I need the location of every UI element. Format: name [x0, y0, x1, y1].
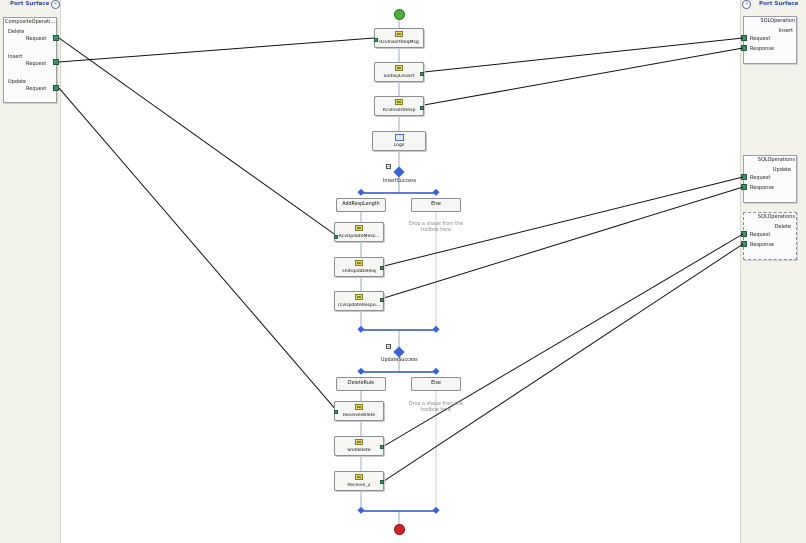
sql-delete-response-port-icon[interactable]	[741, 241, 747, 247]
left-port-surface: Port Surface « CompositeOperati... Delet…	[0, 0, 61, 543]
insert-request-port-icon[interactable]	[53, 59, 59, 65]
shape-port-icon[interactable]	[334, 410, 338, 414]
shape-label: SndSQLInsert	[383, 74, 415, 79]
receive-message-icon	[395, 31, 403, 37]
branch-add-resp-length[interactable]: AddRespLength	[336, 198, 386, 212]
update-request-port-icon[interactable]	[53, 85, 59, 91]
receive-2-shape[interactable]: Receive_2	[334, 471, 384, 491]
branch-delete-rule[interactable]: DeleteRule	[336, 377, 386, 391]
delete-request-port-icon[interactable]	[53, 35, 59, 41]
decide-insert-success-label: InsertSuccess	[383, 179, 417, 184]
receive-delete-shape[interactable]: Receivedelete	[334, 401, 384, 421]
expand-surface-icon[interactable]: »	[742, 0, 751, 9]
receive-update-response-shape[interactable]: rcvUpdateRespo...	[334, 291, 384, 311]
shape-label: RcvInsertReqMsg	[379, 40, 419, 45]
shape-port-icon[interactable]	[420, 72, 424, 76]
sql-operations-update-port[interactable]: SQLOperations Update Request Response	[743, 155, 797, 203]
shape-label: sndUpdateReq	[342, 269, 376, 274]
shape-label: Logs	[393, 143, 405, 148]
insert-request-label: Request	[26, 61, 47, 67]
send-message-icon	[395, 65, 403, 71]
branch-label: AddRespLength	[342, 202, 380, 207]
operation-insert: Insert	[8, 54, 23, 60]
shape-label: Receivedelete	[342, 413, 376, 418]
operation-delete: Delete	[774, 224, 791, 230]
update-request-label: Request	[750, 175, 771, 181]
receive-update-message-shape[interactable]: RcvUpdateMess...	[334, 222, 384, 242]
port-title: SQLOperations	[757, 157, 795, 163]
operation-delete: Delete	[8, 29, 25, 35]
receive-message-icon	[355, 474, 363, 480]
delete-request-label: Request	[750, 232, 771, 238]
port-title: CompositeOperati...	[5, 19, 55, 25]
logs-expression-shape[interactable]: Logs	[372, 131, 426, 151]
send-update-request-shape[interactable]: sndUpdateReq	[334, 257, 384, 277]
port-title: SQLOperation	[760, 18, 795, 24]
shape-port-icon[interactable]	[334, 235, 338, 239]
insert-request-label: Request	[750, 36, 771, 42]
shape-port-icon[interactable]	[374, 38, 378, 42]
delete-request-label: Request	[26, 36, 47, 42]
sql-operation-insert-port[interactable]: SQLOperation Insert Request Response	[743, 16, 797, 64]
update-request-label: Request	[26, 86, 47, 92]
shape-port-icon[interactable]	[380, 480, 384, 484]
update-response-label: Response	[750, 185, 775, 191]
shape-port-icon[interactable]	[420, 106, 424, 110]
expression-icon	[395, 134, 404, 141]
receive-insert-request-shape[interactable]: RcvInsertReqMsg	[374, 28, 424, 48]
collapse-surface-icon[interactable]: «	[51, 0, 60, 9]
send-message-icon	[355, 439, 363, 445]
operation-insert: Insert	[778, 28, 793, 34]
collapse-decide-update-icon[interactable]: −	[386, 344, 392, 350]
drop-shape-hint: Drop a shape from the toolbox here	[408, 402, 464, 413]
port-title: SQLOperations	[757, 214, 795, 220]
start-icon[interactable]	[394, 9, 405, 20]
branch-label: DeleteRule	[347, 381, 375, 386]
right-surface-title: Port Surface	[759, 1, 799, 7]
decide-update-success-label: UpdateSuccess	[381, 358, 418, 363]
receive-message-icon	[355, 404, 363, 410]
shape-port-icon[interactable]	[380, 266, 384, 270]
shape-label: rcvUpdateRespo...	[338, 303, 380, 308]
send-delete-shape[interactable]: Snddelete	[334, 436, 384, 456]
delete-response-label: Response	[750, 242, 775, 248]
send-sql-insert-shape[interactable]: SndSQLInsert	[374, 62, 424, 82]
operation-update: Update	[772, 167, 791, 173]
receive-message-icon	[395, 99, 403, 105]
composite-operation-port[interactable]: CompositeOperati... Delete Request Inser…	[3, 17, 57, 103]
collapse-decide-insert-icon[interactable]: −	[386, 164, 392, 170]
right-port-surface: » Port Surface SQLOperation Insert Reque…	[740, 0, 806, 543]
receive-message-icon	[355, 225, 363, 231]
send-message-icon	[355, 260, 363, 266]
sql-delete-request-port-icon[interactable]	[741, 231, 747, 237]
shape-port-icon[interactable]	[380, 298, 384, 302]
receive-insert-response-shape[interactable]: RcvInsertResp	[374, 96, 424, 116]
branch-label: Else	[431, 202, 441, 207]
branch-else-update[interactable]: Else	[411, 377, 461, 391]
branch-label: Else	[431, 381, 441, 386]
insert-response-label: Response	[750, 46, 775, 52]
end-icon[interactable]	[394, 524, 405, 535]
shape-label: Receive_2	[347, 483, 371, 488]
left-surface-title: Port Surface	[10, 1, 50, 7]
receive-message-icon	[355, 294, 363, 300]
branch-else-insert[interactable]: Else	[411, 198, 461, 212]
sql-operations-delete-port[interactable]: SQLOperations Delete Request Response	[743, 212, 797, 260]
shape-label: Snddelete	[347, 448, 371, 453]
shape-port-icon[interactable]	[380, 445, 384, 449]
operation-update: Update	[8, 79, 27, 85]
shape-label: RcvInsertResp	[382, 108, 416, 113]
shape-label: RcvUpdateMess...	[338, 234, 380, 239]
drop-shape-hint: Drop a shape from the toolbox here	[408, 222, 464, 233]
